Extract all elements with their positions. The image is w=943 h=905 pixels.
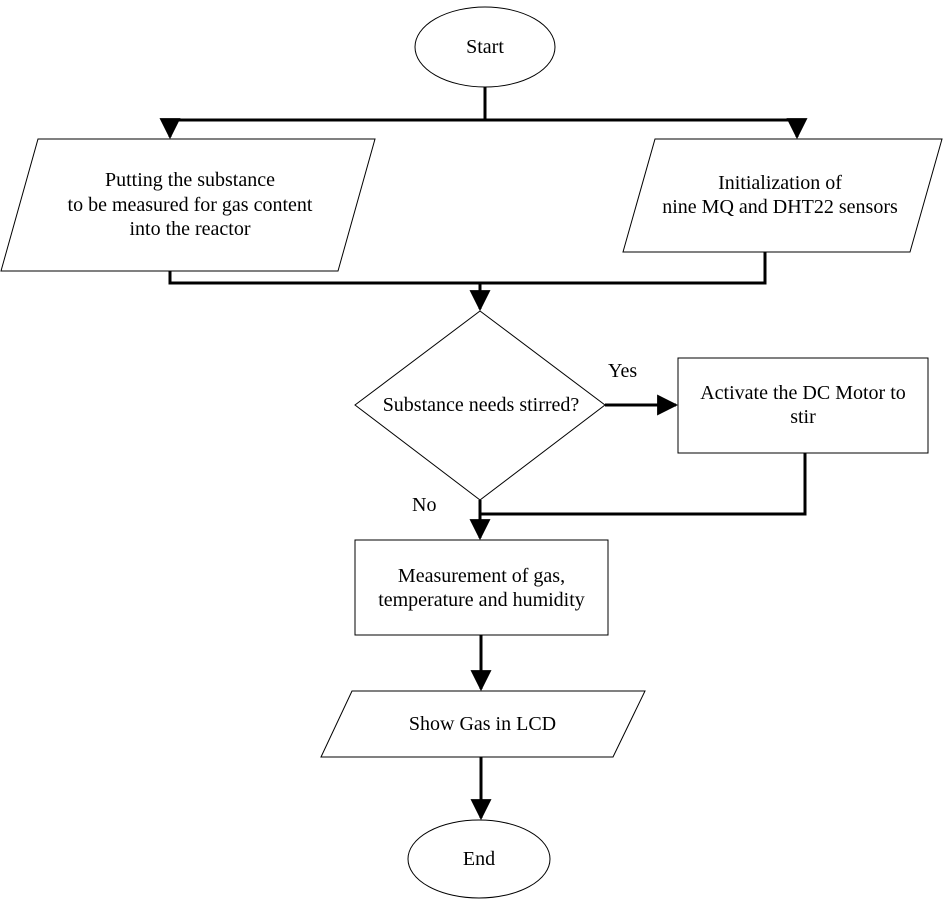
edge-motor-to-measurement-join — [480, 453, 807, 516]
node-init-sensors-shape — [622, 138, 943, 253]
node-activate-motor-shape — [677, 357, 929, 454]
node-start-shape — [414, 6, 556, 88]
edge-init-sensors-to-merge — [480, 252, 767, 285]
node-end-shape — [407, 819, 551, 899]
node-put-substance-shape — [0, 138, 376, 272]
node-show-lcd-shape — [320, 690, 646, 758]
node-decision-stir-shape — [354, 310, 606, 501]
edge-put-substance-to-merge — [168, 271, 480, 285]
node-measurement-shape — [354, 539, 609, 636]
